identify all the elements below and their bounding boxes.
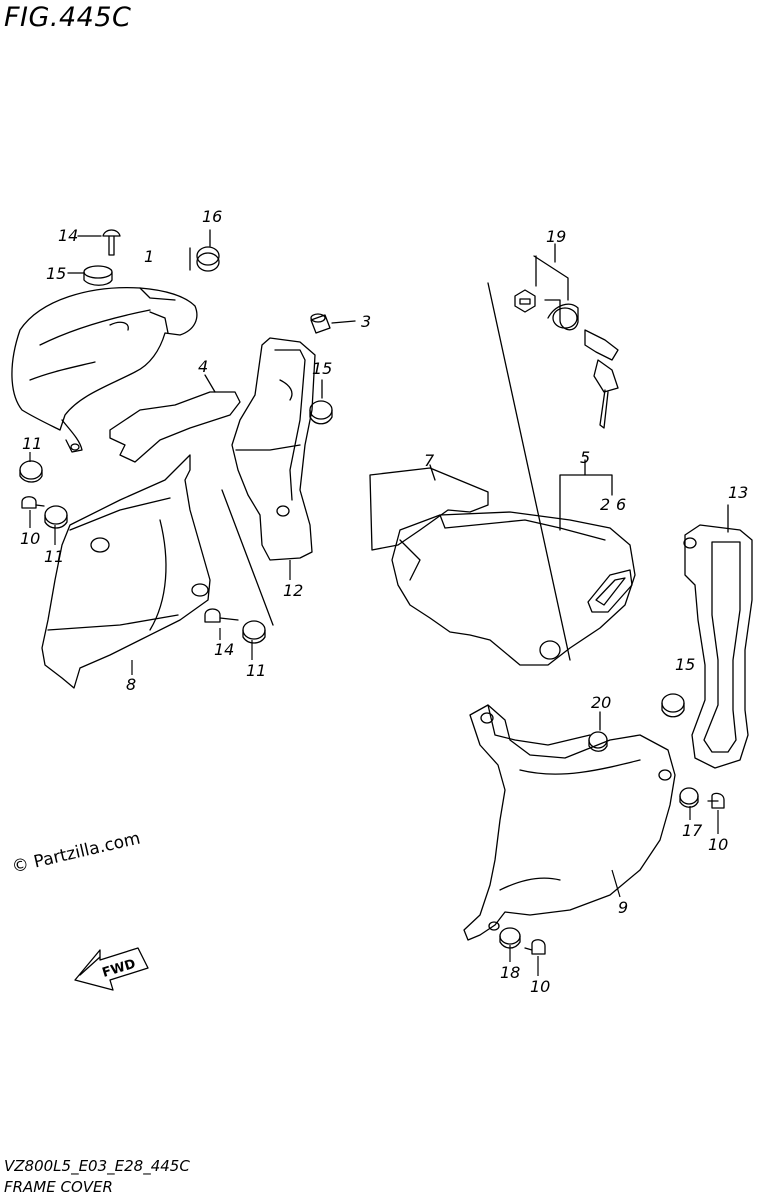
callout-14-top: 14: [58, 226, 78, 245]
part-7-gasket: [369, 464, 489, 551]
callout-18: 18: [500, 963, 520, 982]
part-10-bolt-right: [707, 792, 725, 809]
fwd-arrow-icon: [74, 947, 149, 991]
callout-14-mid: 14: [214, 640, 234, 659]
part-17-grommet: [679, 787, 699, 808]
part-5-frame-cover-main: [391, 459, 636, 666]
part-9-side-cover: [463, 704, 676, 941]
callout-15-mid: 15: [312, 359, 332, 378]
part-11-grommet-mid: [242, 620, 266, 644]
part-11-grommet-left-b: [44, 505, 68, 529]
part-4-gasket: [109, 374, 241, 463]
callout-2: 2: [600, 495, 610, 514]
callout-6: 6: [616, 495, 626, 514]
part-15-grommet-mid: [309, 379, 333, 425]
diagram-code: VZ800L5_E03_E28_445C: [4, 1157, 190, 1175]
part-15-grommet-top: [67, 265, 113, 286]
part-1-frame-cover: [11, 286, 198, 453]
callout-10-left: 10: [20, 529, 40, 548]
callout-11-mid: 11: [246, 661, 266, 680]
part-13-bracket: [683, 504, 753, 769]
diagram-name: FRAME COVER: [4, 1178, 113, 1196]
callout-16: 16: [202, 207, 222, 226]
callout-20: 20: [591, 693, 611, 712]
callout-5: 5: [580, 448, 590, 467]
part-20-grommet: [588, 711, 608, 752]
part-16-grommet: [189, 229, 220, 272]
part-14-bolt-top: [77, 229, 121, 256]
part-12-bracket: [221, 337, 316, 626]
callout-10-right: 10: [708, 835, 728, 854]
part-3-pin: [310, 313, 356, 334]
callout-9: 9: [618, 898, 628, 917]
part-8-side-cover: [41, 454, 211, 689]
callout-11-left-b: 11: [44, 547, 64, 566]
callout-12: 12: [283, 581, 303, 600]
callout-7: 7: [424, 451, 435, 470]
callout-1: 1: [144, 247, 154, 266]
callout-3: 3: [361, 312, 371, 331]
callout-15-top: 15: [46, 264, 66, 283]
callout-8: 8: [126, 675, 136, 694]
part-10-bolt-bottom: [524, 939, 546, 955]
callout-10-bottom: 10: [530, 977, 550, 996]
part-19-lock-set: [487, 243, 619, 661]
callout-17: 17: [682, 821, 703, 840]
callout-11-left-a: 11: [22, 434, 42, 453]
figure-title: FIG.445C: [4, 2, 132, 33]
callout-13: 13: [728, 483, 748, 502]
part-14-bolt-mid: [204, 608, 239, 623]
callout-15-right: 15: [675, 655, 695, 674]
part-11-grommet-left-a: [19, 460, 43, 483]
part-10-bolt-left: [21, 496, 45, 509]
callout-19: 19: [546, 227, 566, 246]
part-15-grommet-right: [661, 693, 685, 718]
callout-4: 4: [198, 357, 208, 376]
